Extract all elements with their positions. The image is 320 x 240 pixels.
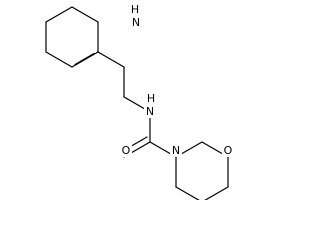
atom-label-n: N	[132, 16, 140, 29]
bond	[45, 51, 73, 68]
bond	[71, 51, 99, 68]
atom-labels: H N H N O N O	[120, 2, 234, 157]
bond	[71, 6, 99, 23]
tetrahydropyridine-ring	[45, 6, 99, 68]
double-bond-inner	[74, 52, 95, 66]
atom-label-h: H	[131, 3, 139, 16]
atom-label-n: N	[146, 105, 154, 118]
atom-label-h: H	[147, 92, 155, 105]
chemical-structure-diagram: H N H N O N O	[45, 2, 234, 200]
bond	[175, 186, 200, 200]
atom-label-o: O	[122, 144, 131, 157]
bond	[204, 186, 229, 200]
ethyl-linker	[97, 51, 151, 113]
atom-label-n: N	[172, 144, 180, 157]
atom-label-o: O	[224, 144, 233, 157]
bond	[45, 6, 73, 23]
bond	[97, 51, 125, 68]
morpholine-ring	[175, 141, 229, 200]
